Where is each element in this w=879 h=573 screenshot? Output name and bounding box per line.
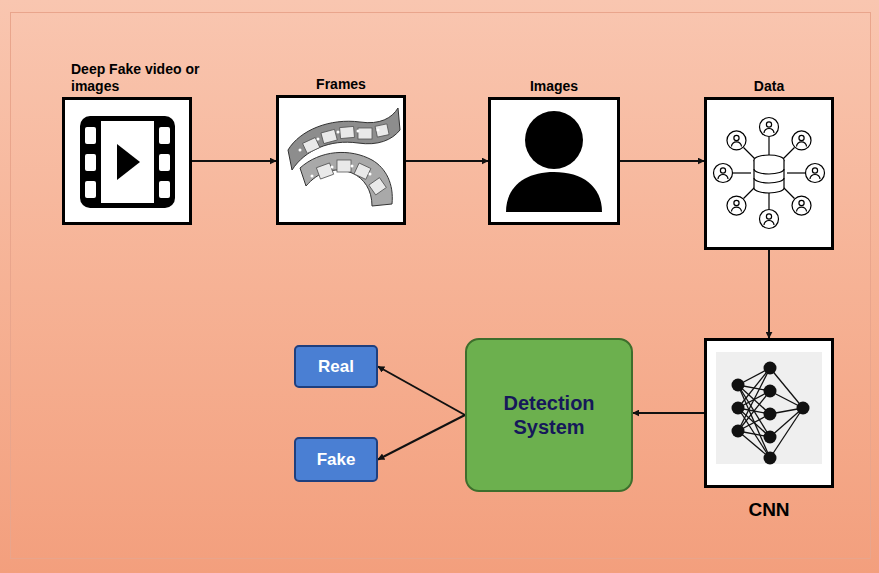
data-box: Data [704,97,834,250]
arrow-connector [378,367,465,416]
box-heading: Deep Fake video or images [71,61,211,95]
video-icon [80,116,175,208]
arrow-connector [406,160,488,162]
database-network-icon [714,118,825,229]
cnn-box: CNN [704,338,834,488]
video-box: Deep Fake video or images [62,97,192,225]
box-ground [62,97,192,225]
box-heading: Images [530,78,578,95]
box-ground [704,338,834,488]
neural-network-icon [716,352,822,465]
arrow-connector [620,160,704,162]
arrow-connector [768,250,770,338]
box-ground [276,95,406,225]
result-label: Real [318,357,354,377]
arrow-connector [192,160,276,162]
frames-box: Frames [276,95,406,225]
box-heading: Data [754,78,784,95]
arrow-connector [378,415,465,460]
result-box: Real [294,345,378,388]
process-label: Detection System [467,391,631,439]
film-strip-icon [288,108,400,206]
result-box: Fake [294,437,378,482]
box-ground [704,97,834,250]
process-box: Detection System [465,338,633,492]
box-heading: Frames [316,76,366,93]
result-label: Fake [317,450,356,470]
box-heading: CNN [748,499,789,522]
arrow-connector [633,412,704,414]
image-box: Images [488,97,620,225]
person-icon [506,111,602,212]
box-ground [488,97,620,225]
